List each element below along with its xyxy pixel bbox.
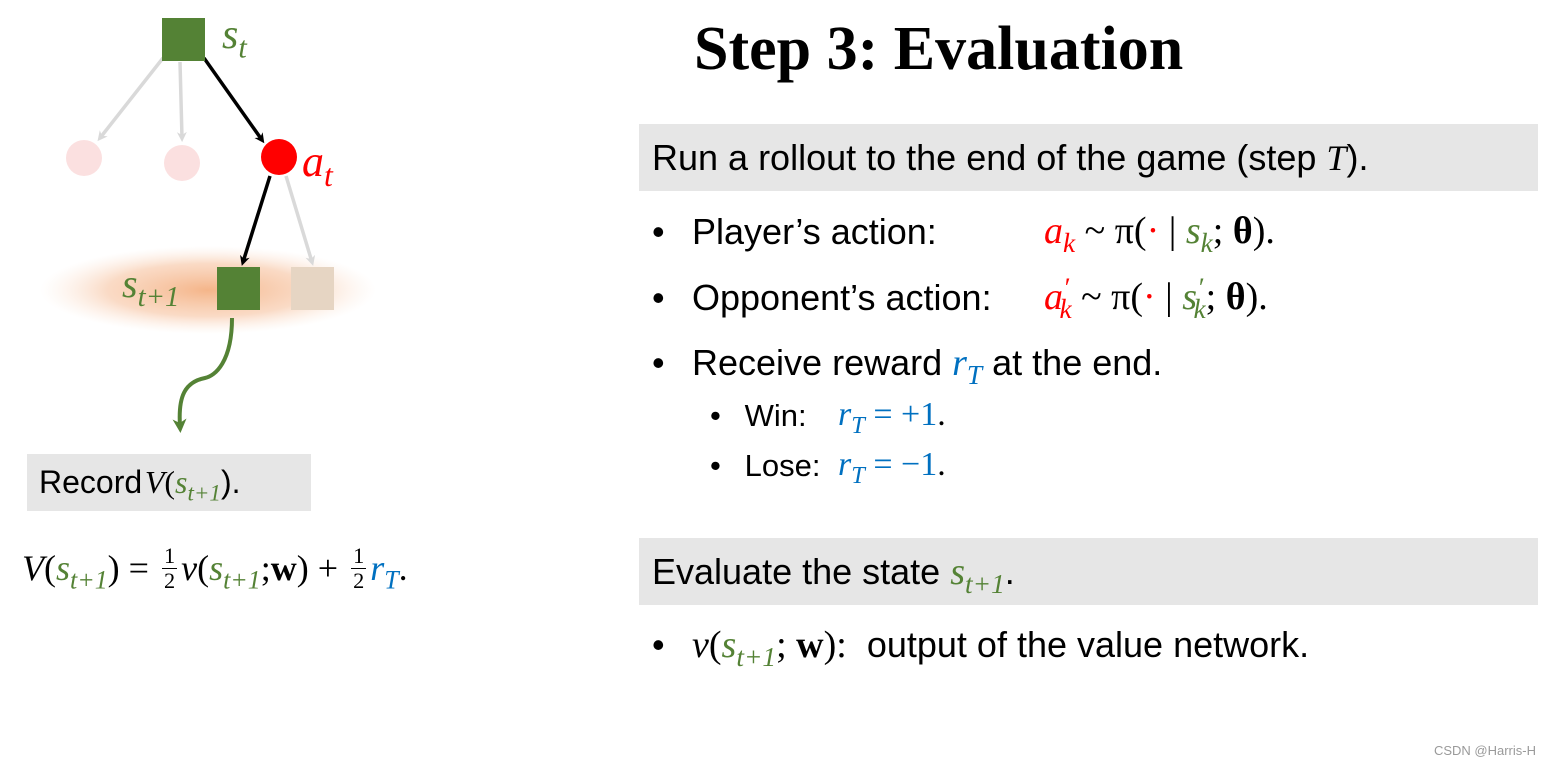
bullet-receive-reward: Receive reward rT at the end. <box>652 344 1162 388</box>
rollout-panel: Run a rollout to the end of the game (st… <box>639 124 1538 191</box>
child-state-label: st+1 <box>122 261 180 314</box>
action-label: at <box>302 137 333 194</box>
bullet-opponent-action: Opponent’s action: a′k ~ π(· | s′k; θ). <box>652 274 1268 322</box>
evaluate-panel: Evaluate the state st+1. <box>639 538 1538 605</box>
rollout-arrow <box>172 317 234 433</box>
edge-gray-3 <box>284 175 316 266</box>
action-node <box>261 139 297 175</box>
bullet-win: Win: rT = +1. <box>710 398 946 438</box>
record-prefix: Record <box>39 464 143 500</box>
watermark: CSDN @Harris-H <box>1433 743 1536 758</box>
faded-action-node-2 <box>164 145 200 181</box>
faded-action-node-1 <box>66 140 102 176</box>
bullet-value-network: v(st+1; w): output of the value network. <box>652 626 1309 670</box>
faded-state-node <box>291 267 334 310</box>
record-value-box: Record V(st+1). <box>27 454 311 511</box>
bullet-lose: Lose: rT = −1. <box>710 448 946 488</box>
record-suffix: ). <box>220 464 241 500</box>
slide-title: Step 3: Evaluation <box>694 15 1184 83</box>
search-tree-diagram <box>40 18 376 433</box>
edge-root-action <box>202 56 265 144</box>
edge-gray-1 <box>97 56 165 142</box>
edge-gray-2 <box>176 61 187 142</box>
bullet-player-action: Player’s action: ak ~ π(· | sk; θ). <box>652 212 1275 256</box>
root-state-label: st <box>222 12 247 65</box>
child-state-node <box>217 267 260 310</box>
root-state-node <box>162 18 205 61</box>
edge-action-child <box>240 175 272 266</box>
